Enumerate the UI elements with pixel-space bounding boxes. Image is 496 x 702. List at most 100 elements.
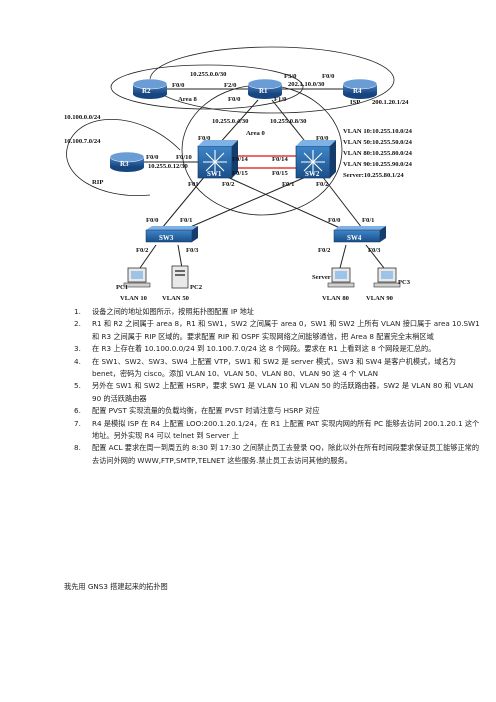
- port-sw2-f14: F0/14: [272, 156, 288, 163]
- switch-sw4[interactable]: SW4: [333, 226, 386, 243]
- requirement-text: 在 R3 上存在着 10.100.0.0/24 到 10.100.7.0/24 …: [92, 344, 436, 354]
- router-r3[interactable]: R3: [109, 151, 145, 172]
- net-r1-sw2: 10.255.0.8/30: [270, 118, 307, 125]
- port-r3-f00: F0/0: [146, 154, 159, 161]
- router-r1[interactable]: R1: [247, 78, 283, 99]
- switch-sw2[interactable]: SW2: [295, 140, 336, 179]
- requirement-text: R4 是模拟 ISP 在 R4 上配置 LOO:200.1.20.1/24，在 …: [92, 418, 480, 441]
- r3-label: R3: [120, 160, 129, 168]
- link-sw3-pc2: [177, 244, 183, 269]
- link-r1-sw1: [217, 99, 259, 146]
- port-sw3-f01: F0/1: [180, 217, 192, 224]
- trunk-links: [230, 155, 296, 169]
- pc3-label: PC3: [398, 279, 411, 286]
- port-sw3-f00: F0/0: [146, 217, 159, 224]
- link-sw2-sw3-f01: [187, 175, 309, 229]
- requirement-number: 4.: [74, 356, 81, 366]
- r1-label: R1: [259, 87, 268, 95]
- port-sw2-f15: F0/15: [272, 170, 288, 177]
- requirement-number: 2.: [74, 319, 81, 329]
- net-r3-sw1: 10.255.0.12/30: [148, 163, 188, 170]
- r2-label: R2: [142, 87, 151, 95]
- pc1-vlan: VLAN 10: [120, 295, 148, 302]
- area8-label: Area 8: [178, 96, 197, 103]
- server-label: Server: [312, 274, 331, 281]
- area8-boundary: [110, 64, 304, 110]
- footnote: 我先用 GNS3 搭建起来的拓扑图: [64, 582, 168, 591]
- sw3-label: SW3: [159, 234, 174, 242]
- net-r1-r4: 202.1.10.0/30: [288, 81, 325, 88]
- net-rip-2: 10.100.7.0/24: [64, 138, 101, 145]
- port-r1-f00: F0/0: [228, 96, 241, 103]
- network-topology-diagram: R2 R1 R4 R3 SW1 SW2: [64, 46, 413, 302]
- requirement-number: 5.: [74, 381, 81, 391]
- requirement-item: 7.R4 是模拟 ISP 在 R4 上配置 LOO:200.1.20.1/24，…: [74, 418, 482, 443]
- switch-sw3[interactable]: SW3: [145, 226, 198, 243]
- pc2-vlan: VLAN 50: [162, 295, 190, 302]
- host-pc1[interactable]: [123, 267, 151, 288]
- host-pc2[interactable]: [171, 265, 189, 289]
- requirement-item: 5.另外在 SW1 和 SW2 上配置 HSRP，要求 SW1 是 VLAN 1…: [74, 380, 482, 405]
- requirement-number: 1.: [74, 307, 81, 316]
- port-r4-f00: F0/0: [322, 73, 335, 80]
- sw4-label: SW4: [347, 234, 362, 242]
- requirement-item: 6.配置 PVST 实现流量的负载均衡，在配置 PVST 时请注意与 HSRP …: [74, 405, 482, 417]
- pc3-vlan: VLAN 90: [366, 295, 394, 302]
- port-sw4-f03: F0/3: [368, 247, 381, 254]
- port-r1-f20: F2/0: [224, 82, 237, 89]
- port-sw1-f15: F0/15: [232, 170, 248, 177]
- port-sw2-f02: F0/2: [316, 181, 329, 188]
- requirement-text: 设备之间的地址如图所示，按照拓扑图配置 IP 地址: [92, 307, 254, 316]
- net-r1-sw1: 10.255.0.4/30: [212, 118, 249, 125]
- host-server[interactable]: [327, 267, 355, 288]
- isp-label: ISP: [350, 99, 360, 106]
- link-sw4-pc3: [365, 244, 385, 269]
- requirement-text: 配置 ACL 要求在周一到周五的 8:30 到 17:30 之间禁止员工去登录 …: [92, 443, 480, 465]
- port-sw2-f01: F0/1: [282, 181, 294, 188]
- link-sw2-sw4-f02: [321, 175, 363, 229]
- host-pc3[interactable]: [373, 267, 401, 288]
- links: [139, 88, 385, 269]
- requirements-list: 1. 设备之间的地址如图所示，按照拓扑图配置 IP 地址 2. R1 和 R2 之间…: [74, 306, 482, 467]
- link-r1-sw2: [271, 99, 309, 146]
- port-sw1-f02: F0/2: [222, 181, 235, 188]
- port-r2-f00: F0/0: [172, 82, 185, 89]
- r4-label: R4: [353, 87, 362, 95]
- requirement-number: 3.: [74, 344, 81, 354]
- link-sw1-sw3-f01: [161, 175, 206, 229]
- port-sw1-f00: F0/0: [198, 135, 211, 142]
- rip-label: RIP: [92, 179, 103, 186]
- port-sw4-f00: F0/0: [328, 217, 341, 224]
- port-sw4-f02: F0/2: [318, 247, 331, 254]
- port-sw2-f00: F0/0: [316, 135, 329, 142]
- vlan-info-line: VLAN 50:10.255.50.0/24: [343, 139, 413, 146]
- net-r1-r2: 10.255.0.0/30: [190, 71, 227, 78]
- area0-label: Area 0: [246, 130, 265, 137]
- vlan-info-line: Server:10.255.80.1/24: [343, 172, 404, 179]
- requirement-text: 在 SW1、SW2、SW3、SW4 上配置 VTP，SW1 和 SW2 是 se…: [92, 356, 456, 379]
- requirement-item: 1. 设备之间的地址如图所示，按照拓扑图配置 IP 地址: [74, 306, 482, 318]
- port-sw1-f01: F01: [188, 181, 199, 188]
- port-sw3-f02: F0/2: [136, 247, 149, 254]
- net-rip-1: 10.100.0.0/24: [64, 114, 101, 121]
- sw2-label: SW2: [305, 170, 320, 178]
- requirement-number: 6.: [74, 406, 81, 416]
- router-r4[interactable]: R4: [342, 78, 378, 99]
- link-sw3-pc1: [139, 244, 157, 269]
- router-r2[interactable]: R2: [132, 78, 168, 99]
- requirement-text: R1 和 R2 之间属于 area 8，R1 和 SW1，SW2 之间属于 ar…: [92, 319, 480, 341]
- link-sw4-server: [339, 244, 347, 269]
- rip-boundary: [66, 118, 181, 197]
- switch-sw1[interactable]: SW1: [197, 140, 238, 179]
- port-sw1-f10: F0/10: [176, 154, 192, 161]
- port-r1-f30: F3/0: [284, 73, 297, 80]
- port-sw3-f03: F0/3: [186, 247, 199, 254]
- port-r1-f10: F1/0: [274, 96, 287, 103]
- server-vlan: VLAN 80: [322, 295, 350, 302]
- requirement-item: 2. R1 和 R2 之间属于 area 8，R1 和 SW1，SW2 之间属于 …: [74, 318, 482, 343]
- requirement-item: 3. 在 R3 上存在着 10.100.0.0/24 到 10.100.7.0/2…: [74, 343, 482, 355]
- vlan-info-line: VLAN 10:10.255.10.0/24: [343, 128, 413, 135]
- net-isp: 200.1.20.1/24: [372, 99, 409, 106]
- port-sw4-f01: F0/1: [362, 217, 374, 224]
- vlan-info-line: VLAN 80:10.255.80.0/24: [343, 150, 413, 157]
